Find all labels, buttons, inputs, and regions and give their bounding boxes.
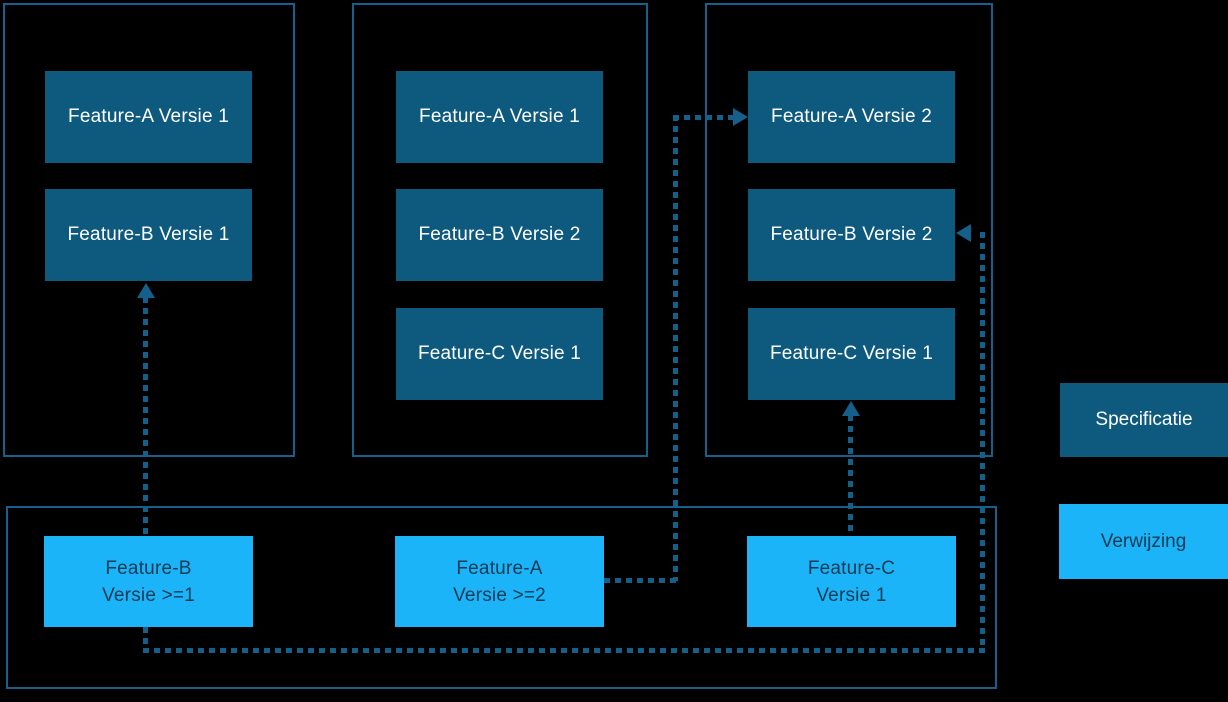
arrow-segment (980, 232, 985, 652)
specification-box: Feature-A Versie 2 (748, 71, 955, 163)
arrow-segment (143, 648, 985, 653)
reference-feature: Feature-A (456, 557, 543, 579)
reference-version: Versie >=2 (453, 584, 546, 606)
reference-feature: Feature-C (807, 557, 896, 579)
arrow-segment (604, 578, 676, 583)
package-container-2 (352, 3, 648, 457)
specification-box: Feature-A Versie 1 (45, 71, 252, 163)
reference-version: Versie >=1 (102, 584, 195, 606)
arrow-segment (143, 297, 148, 536)
reference-container (6, 506, 997, 689)
reference-box: Feature-C Versie 1 (747, 536, 956, 627)
specification-box: Feature-C Versie 1 (396, 308, 603, 400)
arrow-segment (673, 115, 733, 120)
package-container-1 (3, 3, 295, 457)
legend-reference: Verwijzing (1059, 504, 1228, 579)
arrowhead-left-icon (956, 224, 971, 242)
specification-box: Feature-B Versie 2 (748, 189, 955, 281)
reference-feature: Feature-B (105, 557, 192, 579)
specification-box: Feature-C Versie 1 (748, 308, 955, 400)
arrowhead-up-icon (137, 283, 155, 298)
legend-specification: Specificatie (1060, 383, 1228, 457)
arrowhead-up-icon (842, 401, 860, 416)
reference-version: Versie 1 (816, 584, 887, 606)
specification-box: Feature-A Versie 1 (396, 71, 603, 163)
arrow-segment (143, 627, 148, 651)
reference-box: Feature-B Versie >=1 (44, 536, 253, 627)
arrow-segment (673, 115, 678, 581)
specification-box: Feature-B Versie 1 (45, 189, 252, 281)
arrow-segment (848, 415, 853, 536)
reference-box: Feature-A Versie >=2 (395, 536, 604, 627)
specification-box: Feature-B Versie 2 (396, 189, 603, 281)
arrowhead-right-icon (733, 108, 748, 126)
